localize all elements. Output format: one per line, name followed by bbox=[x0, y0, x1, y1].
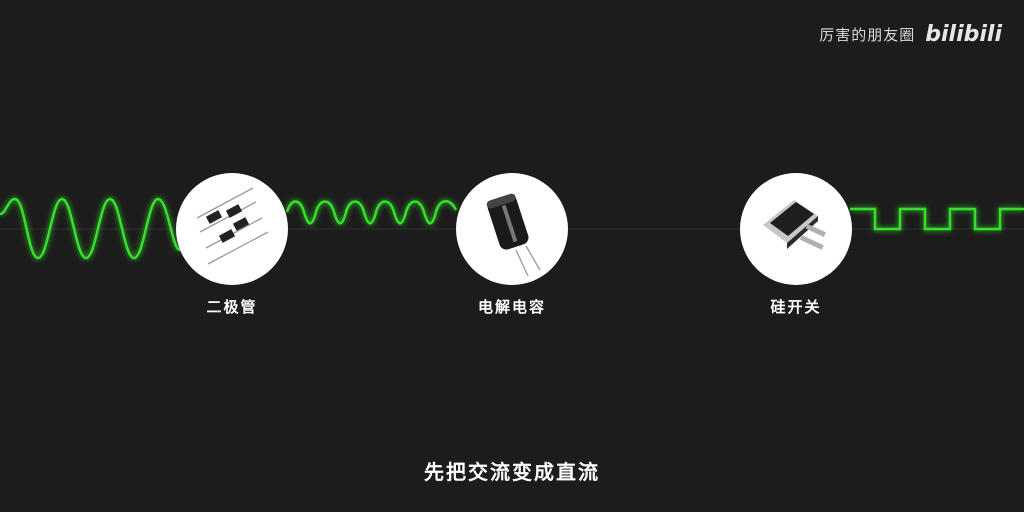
bilibili-logo: bilibili bbox=[925, 22, 1002, 47]
channel-name: 厉害的朋友圈 bbox=[819, 26, 916, 44]
ac-sine-wave bbox=[0, 197, 181, 260]
electrolytic-capacitor-icon bbox=[486, 193, 541, 277]
label-capacitor: 电解电容 bbox=[477, 298, 547, 316]
diode-node bbox=[176, 173, 288, 285]
label-switch: 硅开关 bbox=[770, 298, 822, 316]
subtitle: 先把交流变成直流 bbox=[424, 460, 600, 484]
diode-circle bbox=[176, 173, 288, 285]
rectified-wave bbox=[285, 200, 458, 225]
diode-icon bbox=[196, 187, 269, 265]
label-diode: 二极管 bbox=[206, 298, 258, 316]
switch-node bbox=[740, 173, 852, 285]
silicon-switch-icon bbox=[763, 200, 826, 250]
watermark: 厉害的朋友圈 bilibili bbox=[819, 22, 1002, 47]
square-wave bbox=[850, 207, 1024, 231]
capacitor-node bbox=[456, 173, 568, 285]
